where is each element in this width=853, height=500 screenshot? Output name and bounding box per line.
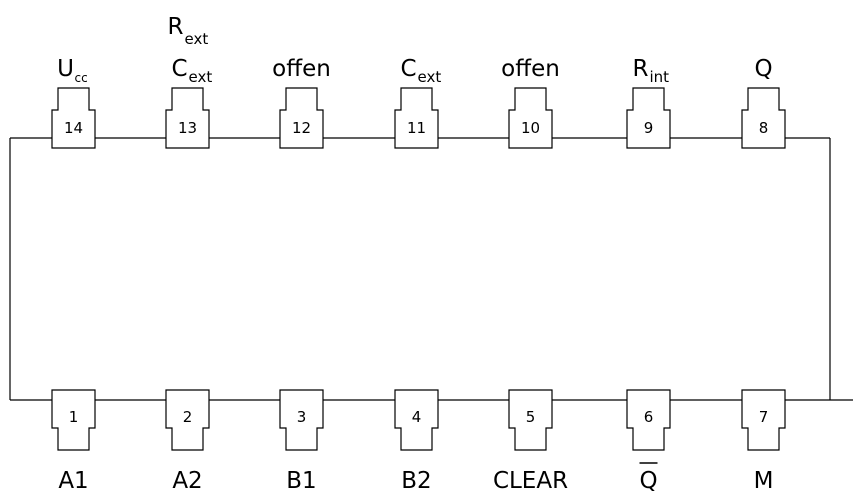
pin-label-text: B1 bbox=[286, 468, 316, 494]
pin-label-text: Q bbox=[754, 56, 772, 82]
pin-8: 8Q bbox=[741, 56, 786, 149]
pin-number: 3 bbox=[297, 408, 307, 426]
pin-number: 4 bbox=[412, 408, 422, 426]
pin-label-text: offen bbox=[501, 56, 560, 82]
pin-outline bbox=[279, 87, 324, 149]
pin-label-text: Q bbox=[639, 468, 657, 494]
pin-label-subscript: ext bbox=[418, 68, 442, 86]
pin-label-text: C bbox=[400, 56, 416, 82]
pin-number: 12 bbox=[292, 119, 311, 137]
pin-outline bbox=[51, 389, 96, 451]
pin-outline bbox=[394, 389, 439, 451]
pin-number: 11 bbox=[407, 119, 426, 137]
pin-10: 10 offen bbox=[501, 56, 560, 149]
pin-label-text: C bbox=[171, 56, 187, 82]
pin-4: 4B2 bbox=[394, 389, 439, 494]
pin-label-subscript: cc bbox=[75, 71, 88, 85]
pin-number: 13 bbox=[178, 119, 197, 137]
pin-2: 2A2 bbox=[165, 389, 210, 494]
pin-label-text: A1 bbox=[58, 468, 88, 494]
pin-6: 6Q bbox=[626, 389, 671, 494]
pin-number: 9 bbox=[644, 119, 654, 137]
pin-label: Q bbox=[754, 56, 772, 82]
pin-outline bbox=[626, 389, 671, 451]
pin-outline bbox=[741, 389, 786, 451]
pin-outline bbox=[165, 87, 210, 149]
pin-outline bbox=[508, 87, 553, 149]
pin-number: 5 bbox=[526, 408, 536, 426]
pin-label-text: U bbox=[57, 56, 74, 82]
pin-label: offen bbox=[501, 56, 560, 82]
pin-label-text: B2 bbox=[401, 468, 431, 494]
pin-outline bbox=[741, 87, 786, 149]
pin-label-text: R bbox=[633, 56, 649, 82]
pin-label-text: offen bbox=[272, 56, 331, 82]
pin-outline bbox=[626, 87, 671, 149]
pin-label-subscript: ext bbox=[189, 68, 213, 86]
pin-number: 6 bbox=[644, 408, 654, 426]
ic-body bbox=[9, 137, 853, 401]
pin-label: offen bbox=[272, 56, 331, 82]
pin-number: 8 bbox=[759, 119, 769, 137]
pin-3: 3B1 bbox=[279, 389, 324, 494]
pin-outline bbox=[165, 389, 210, 451]
pin-1: 1A1 bbox=[51, 389, 96, 494]
pin-7: 7M bbox=[741, 389, 786, 494]
pin-label-text: A2 bbox=[172, 468, 202, 494]
pin-label-upper-text: R bbox=[168, 14, 184, 40]
pin-outline bbox=[279, 389, 324, 451]
pin-outline bbox=[508, 389, 553, 451]
pin-number: 10 bbox=[521, 119, 540, 137]
pin-number: 14 bbox=[64, 119, 83, 137]
pin-outline bbox=[51, 87, 96, 149]
pin-label-subscript: int bbox=[650, 68, 670, 86]
pin-label-text: M bbox=[754, 468, 774, 494]
pin-number: 1 bbox=[69, 408, 79, 426]
pin-label-upper-subscript: ext bbox=[185, 30, 209, 48]
pin-number: 7 bbox=[759, 408, 769, 426]
pin-number: 2 bbox=[183, 408, 193, 426]
pin-label-text: CLEAR bbox=[493, 468, 568, 494]
pin-outline bbox=[394, 87, 439, 149]
pin-12: 12 offen bbox=[272, 56, 331, 149]
